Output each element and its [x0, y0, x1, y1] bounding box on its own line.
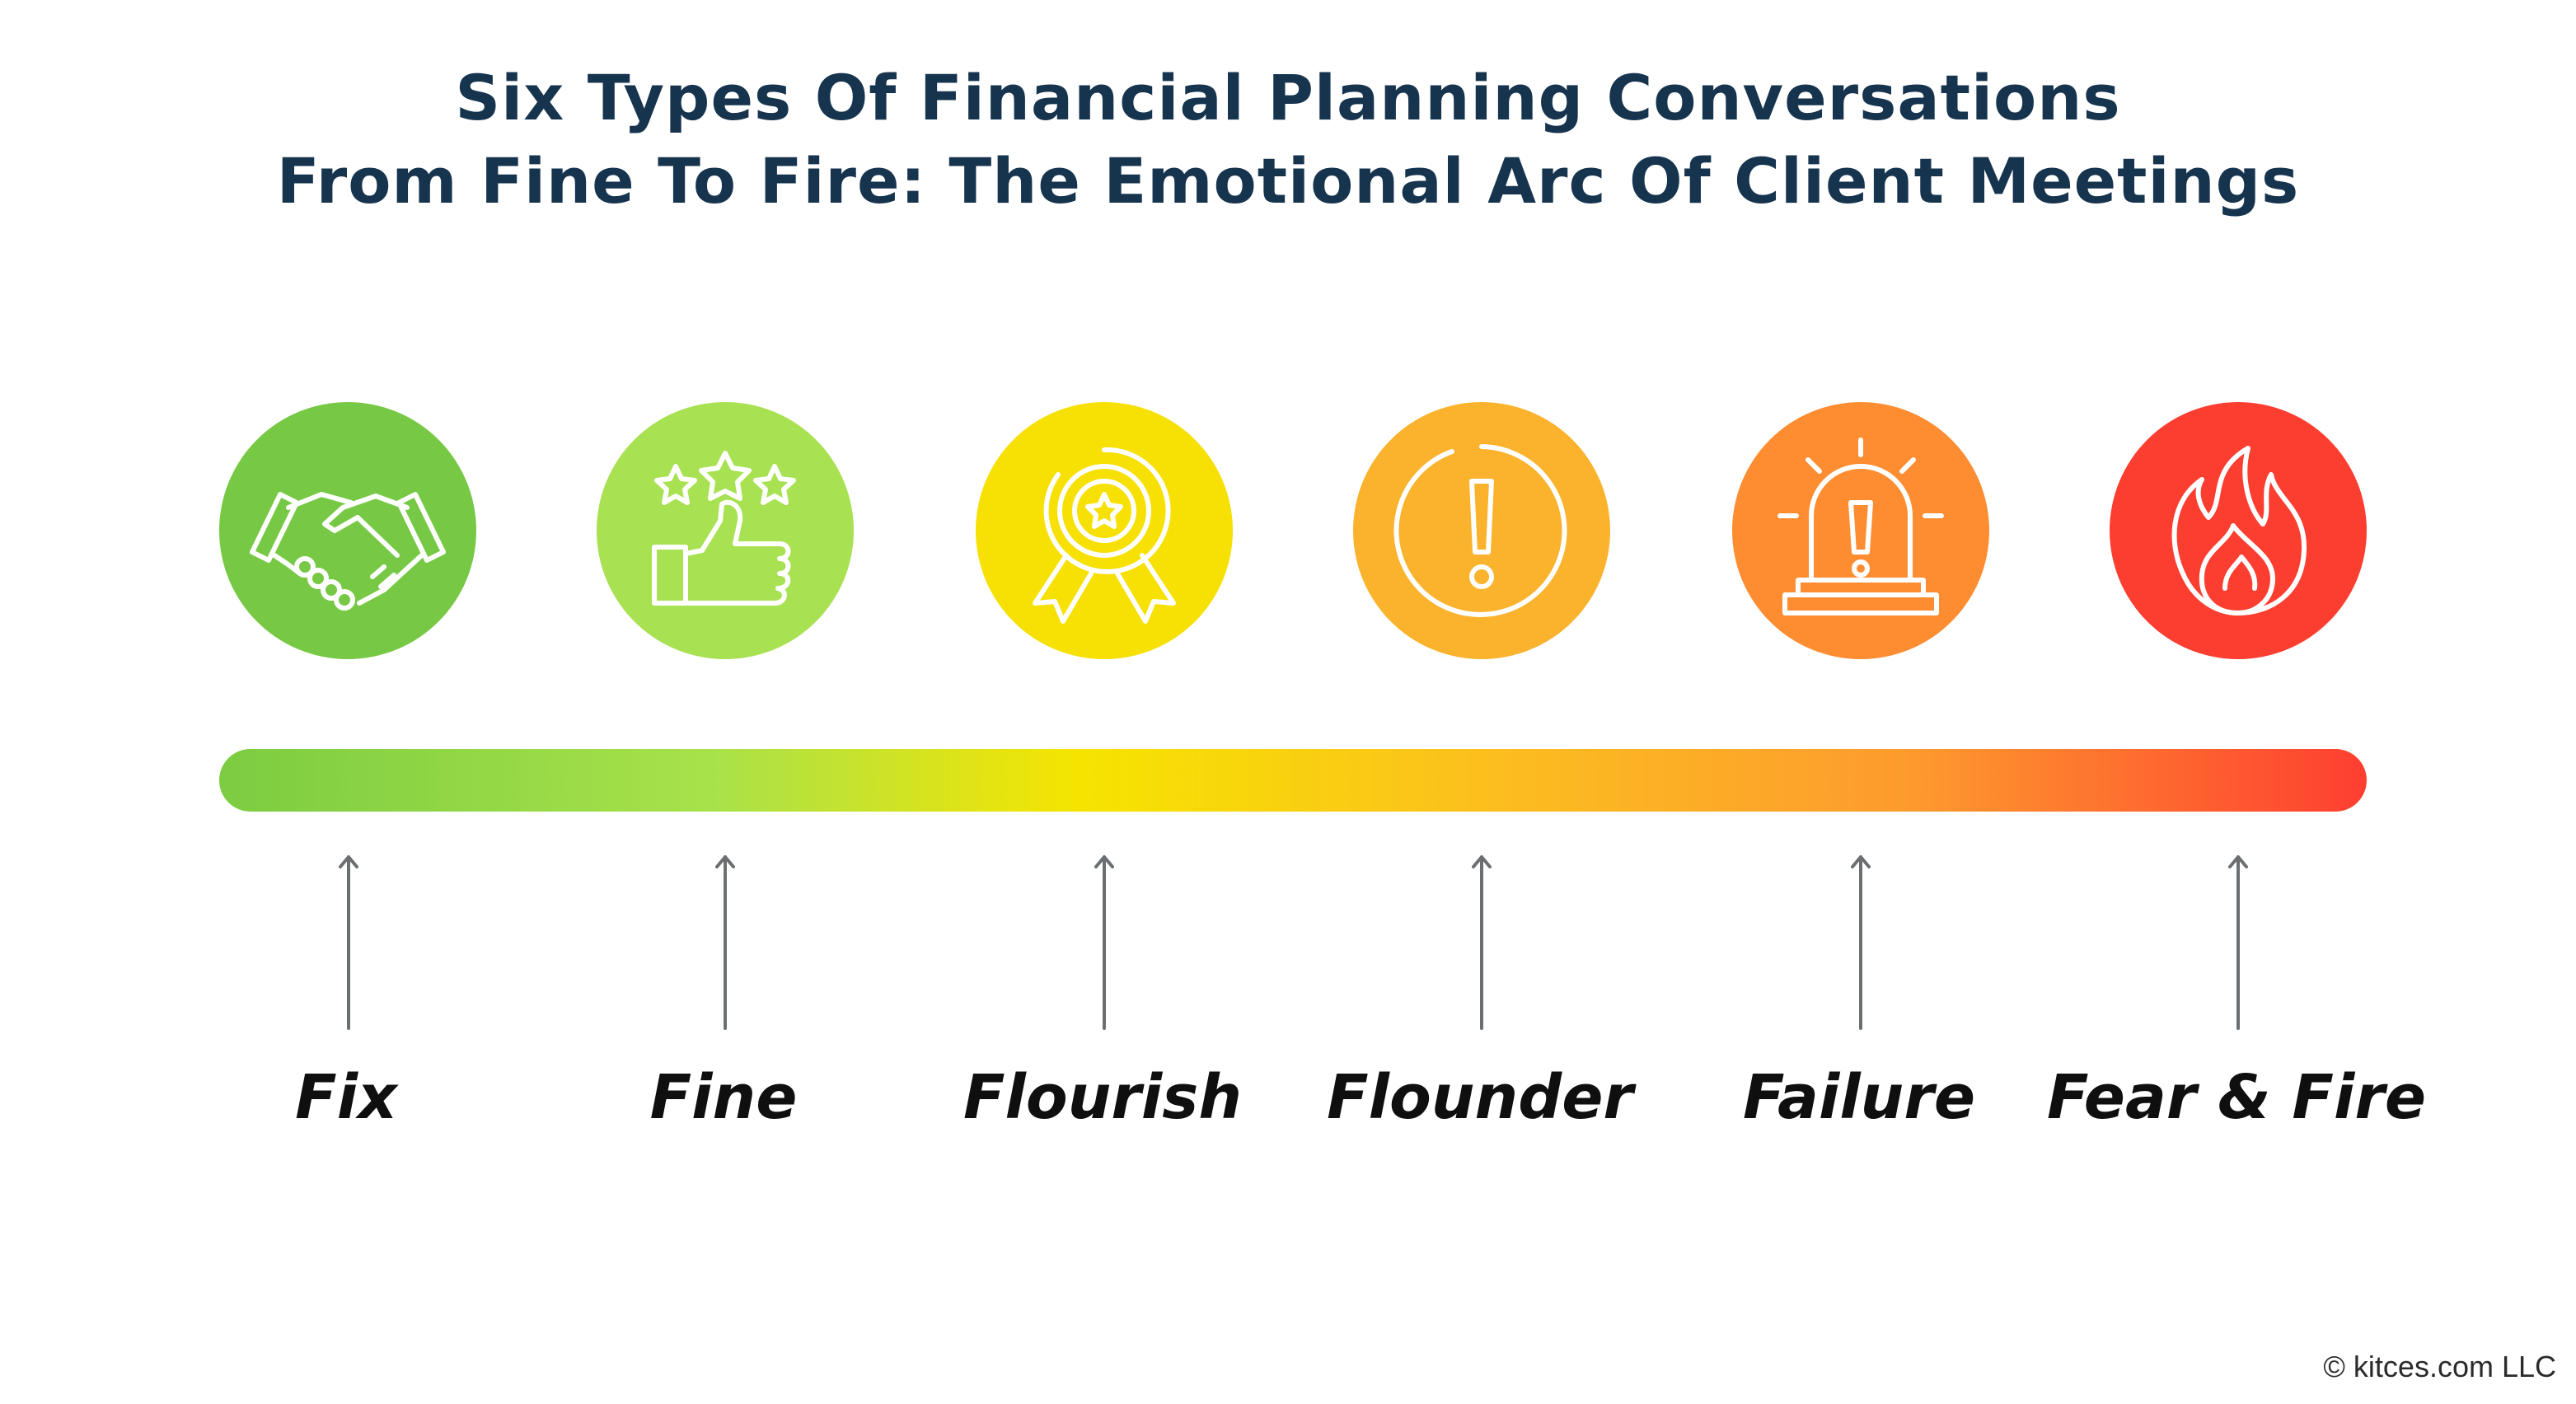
alarm-siren-icon — [1777, 438, 1944, 615]
stage-fix-circle — [219, 402, 476, 659]
handshake-icon — [250, 492, 446, 611]
stage-label-fine: Fine — [649, 1062, 798, 1133]
thumbs-up-stars-icon — [652, 451, 796, 606]
arrow-up-icon — [339, 855, 358, 1030]
stage-fear-fire-circle — [2110, 402, 2367, 659]
arrow-up-icon — [2228, 855, 2248, 1030]
arrow-up-icon — [1851, 855, 1871, 1030]
stage-flounder-circle — [1353, 402, 1610, 659]
title-line-1: Six Types Of Financial Planning Conversa… — [455, 61, 2121, 134]
stage-label-fix: Fix — [295, 1062, 397, 1133]
emotional-arc-gradient-bar — [219, 749, 2367, 812]
arrow-up-icon — [715, 855, 735, 1030]
stage-label-flourish: Flourish — [962, 1062, 1243, 1133]
arrow-up-icon — [1472, 855, 1492, 1030]
stage-label-failure: Failure — [1742, 1062, 1976, 1133]
copyright-notice: © kitces.com LLC — [2323, 1350, 2556, 1383]
arrow-up-icon — [1094, 855, 1114, 1030]
stage-flourish-circle — [976, 402, 1233, 659]
exclamation-circle-icon — [1393, 444, 1567, 617]
title-line-2: From Fine To Fire: The Emotional Arc Of … — [276, 144, 2300, 218]
flame-icon — [2171, 446, 2307, 615]
stage-failure-circle — [1732, 402, 1989, 659]
award-ribbon-icon — [1033, 447, 1176, 624]
stage-fine-circle — [597, 402, 854, 659]
stage-label-fear-fire: Fear & Fire — [2046, 1062, 2427, 1133]
stage-label-flounder: Flounder — [1327, 1062, 1633, 1133]
